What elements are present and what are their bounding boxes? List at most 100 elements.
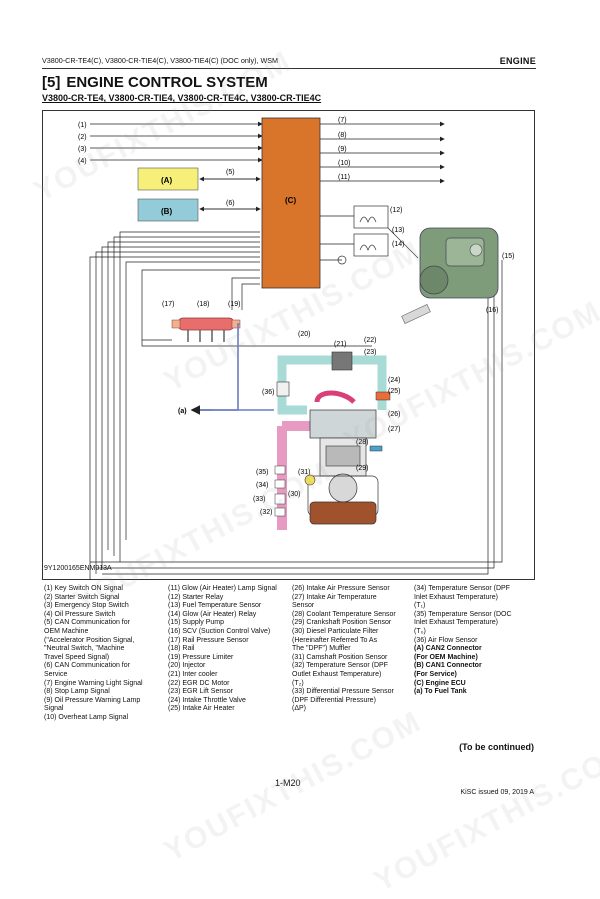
- legend-item: (16) SCV (Suction Control Valve): [168, 627, 271, 635]
- header-models: V3800-CR-TE4(C), V3800-CR-TIE4(C), V3800…: [42, 56, 279, 65]
- can2-arrow-label: (5): [226, 169, 235, 176]
- output-label-8: (8): [338, 132, 347, 139]
- legend-item: (C) Engine ECU: [414, 679, 466, 687]
- issue-info: KiSC issued 09, 2019 A: [460, 789, 534, 796]
- legend-item: Service: [44, 670, 68, 678]
- header-divider: [42, 68, 536, 69]
- callout-21: (21): [334, 341, 346, 348]
- camshaft-sensor: [304, 474, 316, 486]
- legend-item: "Neutral Switch, "Machine: [44, 645, 125, 653]
- legend-item: (21) Inter cooler: [168, 670, 218, 678]
- legend-item: Sensor: [292, 602, 315, 610]
- legend-item: ("Accelerator Position Signal,: [44, 636, 135, 644]
- callout-26: (26): [388, 411, 400, 418]
- callout-18: (18): [197, 301, 209, 308]
- callout-34: (34): [256, 482, 268, 489]
- input-label-1: (1): [78, 122, 87, 129]
- header-section: ENGINE: [499, 56, 536, 66]
- legend-item: (a) To Fuel Tank: [414, 688, 467, 696]
- legend-item: (T₂): [292, 679, 304, 687]
- legend-col-1: (1) Key Switch ON Signal (2) Starter Swi…: [44, 585, 143, 723]
- section-title: ENGINE CONTROL SYSTEM: [66, 74, 268, 91]
- callout-17: (17): [162, 301, 174, 308]
- output-label-11: (11): [338, 174, 350, 181]
- callout-29: (29): [356, 465, 368, 472]
- legend-item: (3) Emergency Stop Switch: [44, 602, 129, 610]
- legend-item: (5) CAN Communication for: [44, 619, 130, 627]
- legend-item: (A) CAN2 Connector: [414, 645, 482, 653]
- legend-col-2: (11) Glow (Air Heater) Lamp Signal (12) …: [168, 585, 277, 714]
- legend-item: (15) Supply Pump: [168, 619, 225, 627]
- supply-pump: [401, 227, 499, 324]
- engine-ecu-box: [261, 117, 321, 289]
- can1-connector-box: [137, 198, 199, 222]
- legend-item: Travel Speed Signal): [44, 653, 110, 661]
- callout-36: (36): [262, 389, 274, 396]
- legend-item: (17) Rail Pressure Sensor: [168, 636, 249, 644]
- legend-item: Outlet Exhaust Temperature): [292, 670, 382, 678]
- watermark: YOUFIXTHIS.COM: [158, 704, 428, 869]
- page-number: 1-M20: [275, 778, 301, 788]
- dpf-outlet-temp-sensor: [274, 507, 286, 517]
- legend-item: (27) Intake Air Temperature: [292, 593, 377, 601]
- callout-25: (25): [388, 388, 400, 395]
- legend-item: (9) Oil Pressure Warning Lamp: [44, 696, 141, 704]
- legend-item: (23) EGR Lift Sensor: [168, 688, 233, 696]
- legend-item: (31) Camshaft Position Sensor: [292, 653, 388, 661]
- legend-item: (35) Temperature Sensor (DOC: [414, 610, 512, 618]
- coolant-sensor: [369, 445, 383, 452]
- to-fuel-tank-label: (a): [178, 408, 187, 415]
- legend-item: (T₁): [414, 602, 426, 610]
- can2-label: (A): [161, 176, 172, 185]
- callout-14: (14): [392, 241, 404, 248]
- legend-item: Signal: [44, 705, 64, 713]
- legend-item: (14) Glow (Air Heater) Relay: [168, 610, 257, 618]
- legend-item: (T₀): [414, 627, 426, 635]
- sensor-feedback-lines: [89, 231, 503, 580]
- common-rail: [171, 317, 241, 342]
- legend-item: The "DPF") Muffler: [292, 645, 351, 653]
- legend-item: (7) Engine Warning Light Signal: [44, 679, 143, 687]
- section-number: [5]: [42, 74, 61, 91]
- relay-group: [320, 205, 389, 265]
- legend-col-4: (34) Temperature Sensor (DPF Inlet Exhau…: [414, 585, 512, 697]
- legend-col-3: (26) Intake Air Pressure Sensor (27) Int…: [292, 585, 396, 714]
- can1-label: (B): [161, 207, 172, 216]
- input-label-3: (3): [78, 146, 87, 153]
- output-label-9: (9): [338, 146, 347, 153]
- legend-item: (25) Intake Air Heater: [168, 705, 235, 713]
- input-label-4: (4): [78, 158, 87, 165]
- diagram-frame: [42, 110, 535, 580]
- engine-block: [304, 409, 383, 525]
- legend-item: (12) Starter Relay: [168, 593, 224, 601]
- can1-arrow-label: (6): [226, 200, 235, 207]
- legend-item: (2) Starter Switch Signal: [44, 593, 120, 601]
- legend-item: (36) Air Flow Sensor: [414, 636, 478, 644]
- legend-item: (34) Temperature Sensor (DPF: [414, 585, 510, 592]
- legend-item: (29) Crankshaft Position Sensor: [292, 619, 392, 627]
- intake-air-heater: [375, 391, 391, 401]
- input-label-2: (2): [78, 134, 87, 141]
- callout-15: (15): [502, 253, 514, 260]
- legend-item: (For OEM Machine): [414, 653, 478, 661]
- callout-13: (13): [392, 227, 404, 234]
- intercooler: [331, 351, 353, 371]
- differential-pressure-sensor: [274, 493, 286, 505]
- can-arrows: [199, 176, 261, 212]
- can2-connector-box: [137, 167, 199, 191]
- callout-23: (23): [364, 349, 376, 356]
- oil-pan: [309, 501, 377, 525]
- legend-item: (11) Glow (Air Heater) Lamp Signal: [168, 585, 277, 592]
- legend-item: (24) Intake Throttle Valve: [168, 696, 246, 704]
- callout-19: (19): [228, 301, 240, 308]
- callout-35: (35): [256, 469, 268, 476]
- legend-item: (For Service): [414, 670, 457, 678]
- output-signal-lines: [320, 121, 445, 184]
- legend-item: (B) CAN1 Connector: [414, 662, 482, 670]
- callout-28: (28): [356, 439, 368, 446]
- legend-item: (19) Pressure Limiter: [168, 653, 234, 661]
- callout-31: (31): [298, 469, 310, 476]
- legend-item: (8) Stop Lamp Signal: [44, 688, 110, 696]
- callout-16: (16): [486, 307, 498, 314]
- output-label-7: (7): [338, 117, 347, 124]
